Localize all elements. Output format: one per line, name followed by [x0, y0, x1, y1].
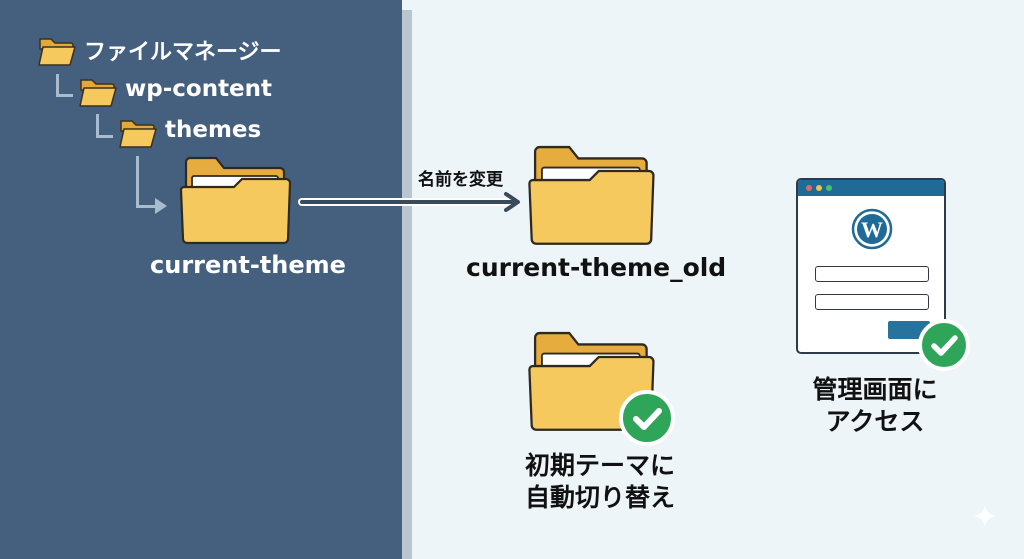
caption-line: 管理画面に	[812, 375, 938, 404]
tree-wp-content-label[interactable]: wp-content	[125, 76, 273, 102]
arrow-right-icon	[155, 198, 167, 214]
file-manager-panel	[0, 0, 402, 559]
tree-connector	[56, 74, 73, 97]
tree-themes-label[interactable]: themes	[165, 117, 262, 143]
folder-icon	[38, 38, 76, 66]
minimize-dot-icon	[816, 185, 822, 191]
rename-label: 名前を変更	[418, 170, 503, 190]
caption-line: アクセス	[825, 407, 925, 436]
current-theme-label: current-theme	[150, 251, 346, 279]
open-folder-icon[interactable]	[178, 156, 294, 246]
maximize-dot-icon	[826, 185, 832, 191]
tree-root-label[interactable]: ファイルマネージー	[84, 40, 282, 65]
check-icon	[619, 390, 675, 446]
username-field[interactable]	[815, 266, 929, 282]
check-icon	[918, 319, 970, 371]
caption-line: 自動切り替え	[524, 483, 675, 512]
sparkle-icon	[973, 504, 997, 528]
rename-arrow	[298, 192, 520, 212]
open-folder-icon	[528, 145, 655, 245]
svg-text:W: W	[861, 217, 883, 242]
default-theme-caption: 初期テーマに 自動切り替え	[500, 450, 700, 514]
caption-line: 初期テーマに	[524, 451, 675, 480]
tree-connector	[96, 114, 113, 138]
wp-login-window: W	[796, 178, 946, 354]
folder-icon	[119, 120, 157, 148]
renamed-folder-label: current-theme_old	[466, 253, 727, 282]
window-titlebar	[798, 180, 944, 196]
panel-divider	[402, 10, 412, 559]
folder-icon	[79, 79, 117, 107]
close-dot-icon	[806, 185, 812, 191]
password-field[interactable]	[815, 294, 929, 310]
wordpress-logo-icon: W	[851, 208, 893, 250]
tree-connector	[136, 156, 161, 208]
admin-access-caption: 管理画面に アクセス	[780, 374, 970, 438]
